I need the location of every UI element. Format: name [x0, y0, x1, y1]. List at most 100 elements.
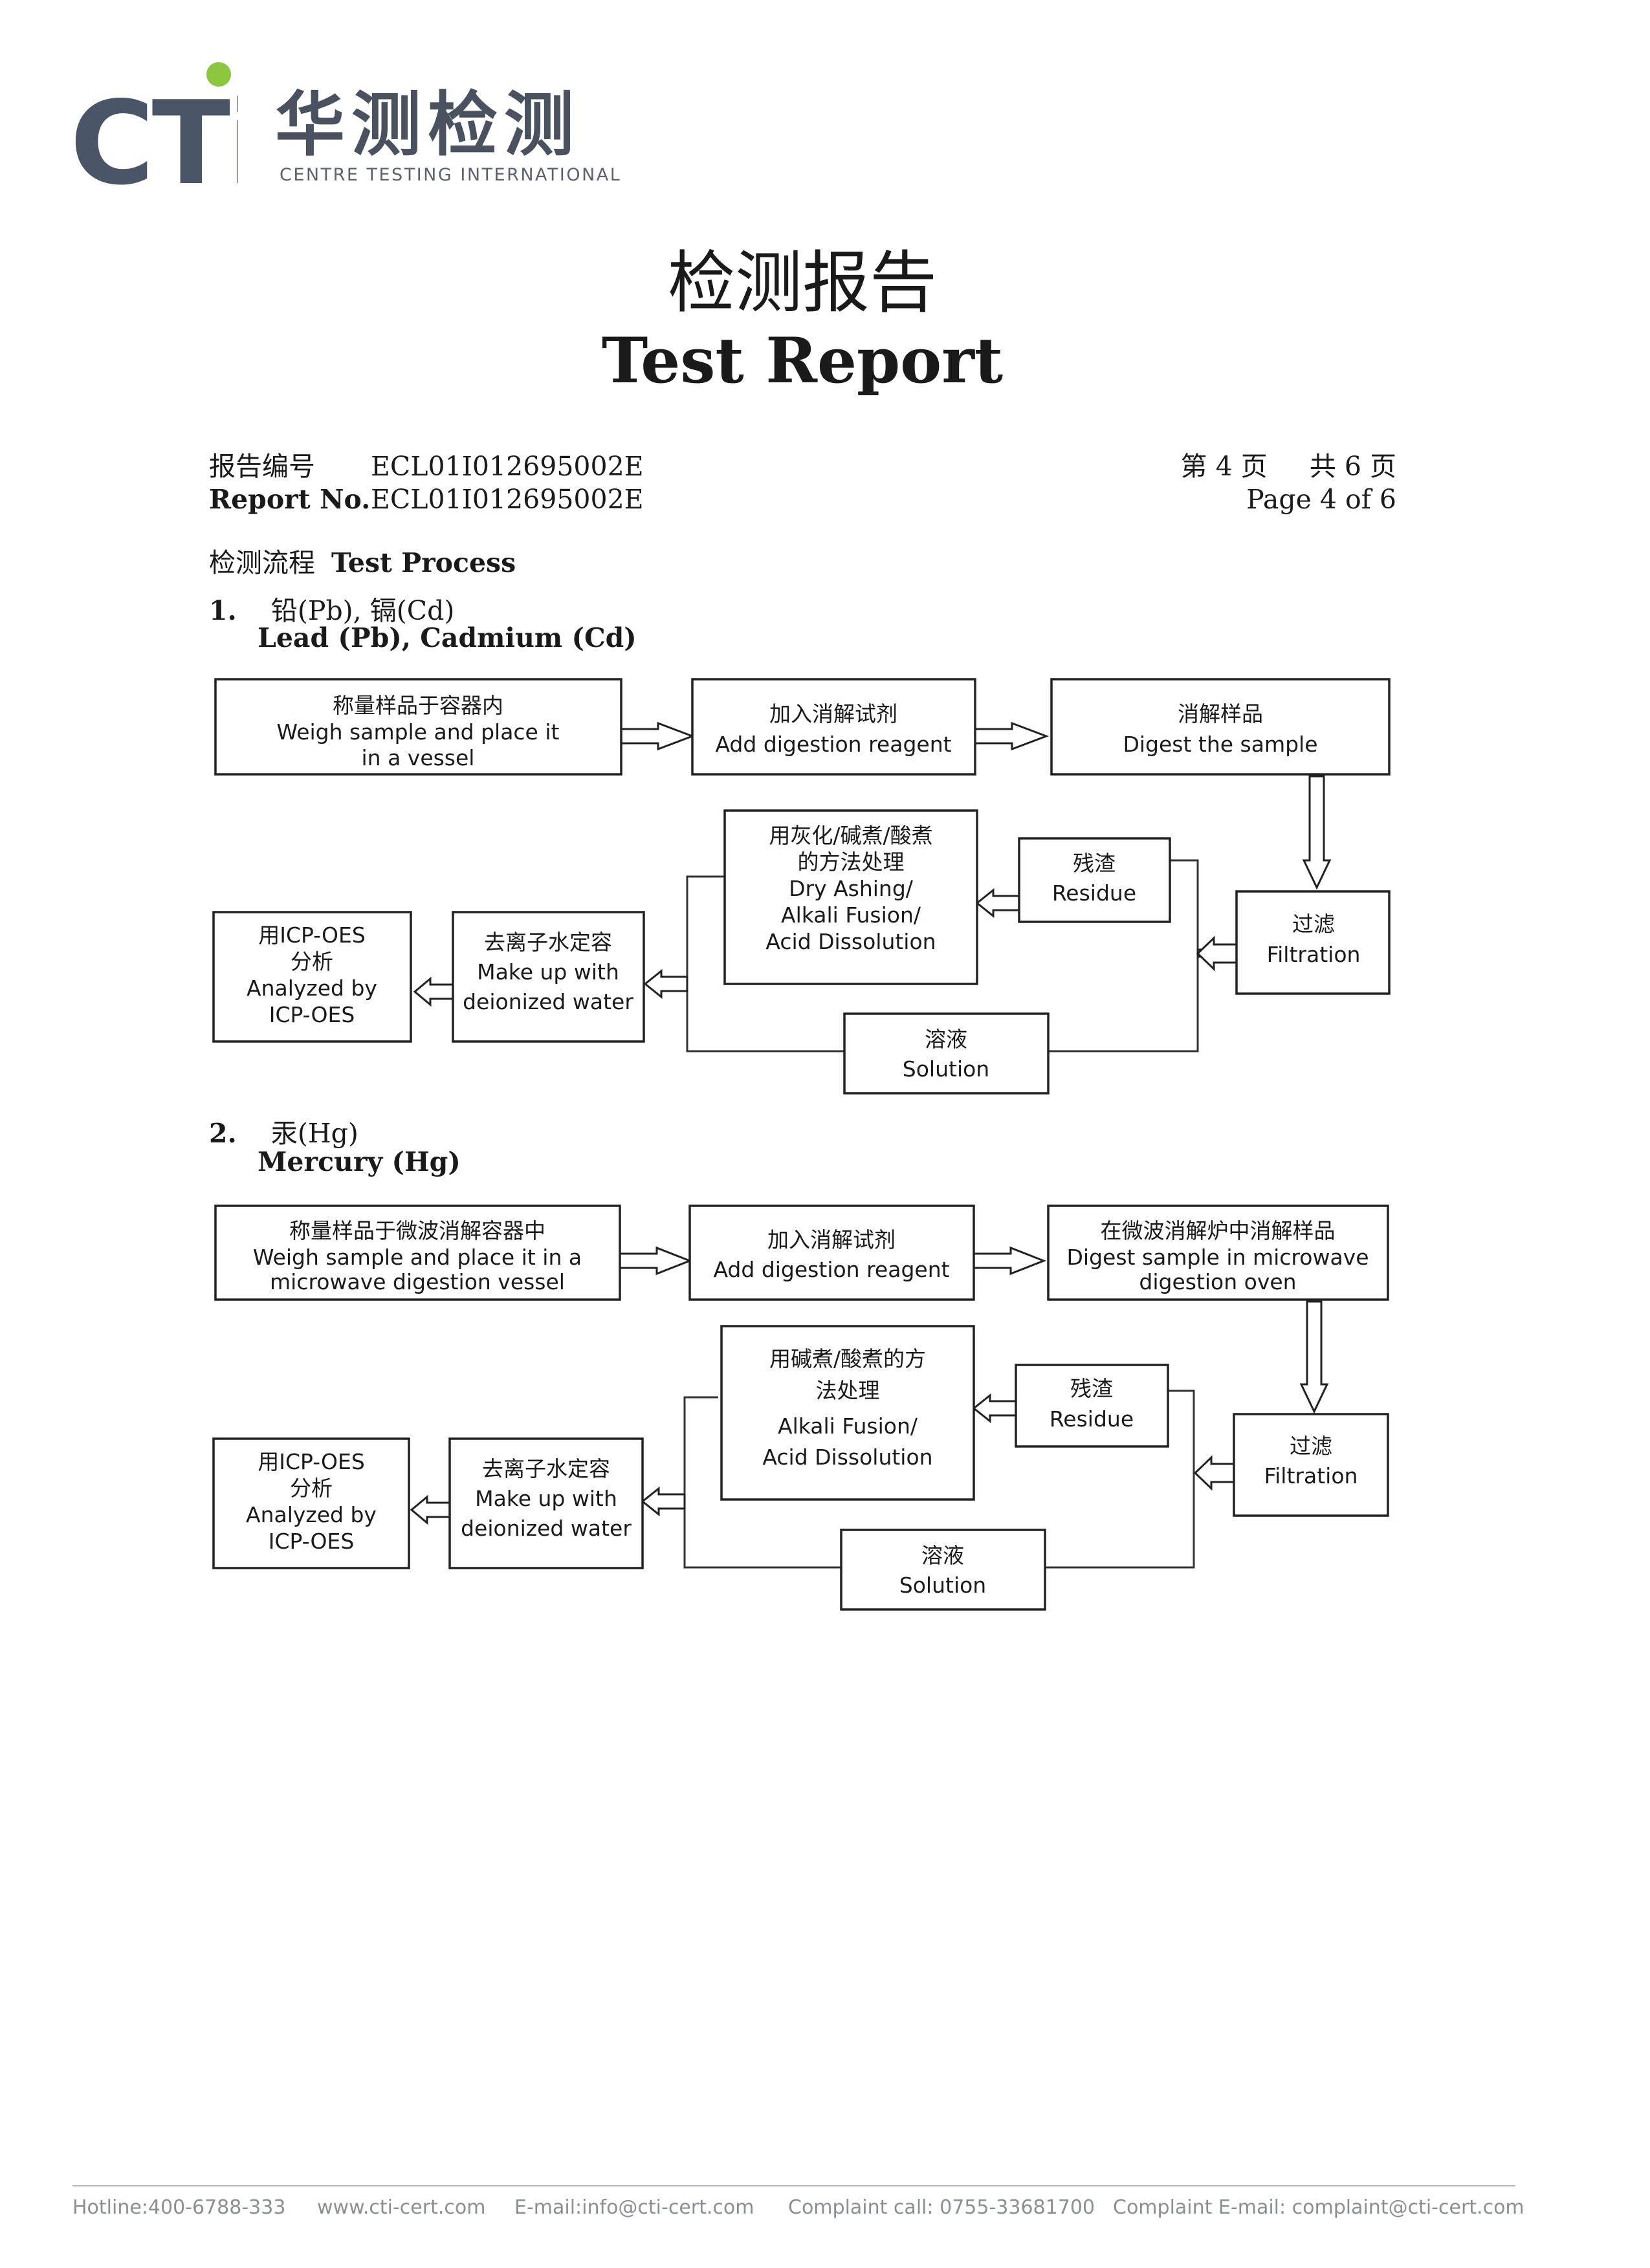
- svg-text:过滤: 过滤: [1290, 1434, 1332, 1459]
- footer-complaint-call: Complaint call: 0755-33681700: [788, 2196, 1095, 2219]
- step-filtration: 过滤 Filtration: [1233, 1413, 1389, 1517]
- step-weigh-sample: 称量样品于容器内 Weigh sample and place it in a …: [214, 678, 622, 776]
- cti-logo-text: CTi: [70, 76, 238, 191]
- report-title-cn: 检测报告: [667, 243, 937, 322]
- svg-text:Solution: Solution: [903, 1056, 989, 1082]
- svg-text:Filtration: Filtration: [1267, 942, 1361, 967]
- arrow-right-icon: [974, 721, 1050, 751]
- svg-text:用灰化/碱煮/酸煮: 用灰化/碱煮/酸煮: [769, 823, 932, 848]
- process-number: 2.: [209, 1118, 237, 1149]
- step-residue: 残渣 Residue: [1015, 1364, 1169, 1448]
- connector-solution-return: [683, 1396, 841, 1569]
- logo-english-name: CENTRE TESTING INTERNATIONAL: [280, 165, 622, 185]
- process-1-heading: 1. 铅(Pb), 镉(Cd): [209, 589, 454, 627]
- step-icp-analysis: 用ICP-OES 分析 Analyzed by ICP-OES: [212, 911, 412, 1043]
- footer-hotline: Hotline:400-6788-333: [72, 2196, 286, 2219]
- cti-logo: CTi: [70, 62, 238, 191]
- svg-text:Digest sample in microwave: Digest sample in microwave: [1066, 1245, 1369, 1270]
- svg-text:消解样品: 消解样品: [1178, 701, 1263, 726]
- arrow-down-icon: [1302, 775, 1332, 890]
- page-indicator-cn: 第 4 页 共 6 页: [1180, 451, 1396, 482]
- arrow-left-icon: [972, 1393, 1017, 1424]
- step-residue: 残渣 Residue: [1018, 837, 1171, 923]
- svg-text:溶液: 溶液: [925, 1027, 967, 1052]
- step-solution: 溶液 Solution: [840, 1529, 1046, 1611]
- svg-text:Make up with: Make up with: [475, 1486, 617, 1511]
- svg-text:microwave digestion vessel: microwave digestion vessel: [270, 1269, 565, 1294]
- process-title-cn: 汞(Hg): [270, 1118, 358, 1149]
- report-no-value-en: ECL01I012695002E: [371, 484, 644, 515]
- svg-text:用碱煮/酸煮的方: 用碱煮/酸煮的方: [769, 1346, 926, 1371]
- svg-text:Filtration: Filtration: [1264, 1463, 1358, 1488]
- process-title-cn: 铅(Pb), 镉(Cd): [270, 595, 455, 626]
- footer-website[interactable]: www.cti-cert.com: [317, 2196, 486, 2219]
- svg-text:Add digestion reagent: Add digestion reagent: [713, 1257, 949, 1282]
- arrow-left-icon: [641, 1486, 686, 1517]
- svg-text:去离子水定容: 去离子水定容: [484, 930, 612, 955]
- svg-text:残渣: 残渣: [1070, 1376, 1113, 1401]
- svg-text:ICP-OES: ICP-OES: [269, 1002, 355, 1027]
- step-digest-sample: 消解样品 Digest the sample: [1050, 678, 1391, 776]
- svg-text:Analyzed by: Analyzed by: [246, 1502, 377, 1527]
- process-1-title-en: Lead (Pb), Cadmium (Cd): [258, 622, 637, 653]
- step-treatment: 用碱煮/酸煮的方 法处理 Alkali Fusion/ Acid Dissolu…: [720, 1325, 975, 1501]
- process-number: 1.: [209, 595, 237, 626]
- arrow-left-icon: [643, 968, 688, 999]
- connector-solution-return: [686, 875, 844, 1052]
- svg-text:Alkali Fusion/: Alkali Fusion/: [778, 1413, 918, 1439]
- svg-text:称量样品于容器内: 称量样品于容器内: [333, 693, 503, 718]
- svg-text:的方法处理: 的方法处理: [798, 849, 905, 875]
- page-indicator-en: Page 4 of 6: [1246, 484, 1396, 515]
- svg-text:过滤: 过滤: [1292, 911, 1335, 937]
- svg-text:用ICP-OES: 用ICP-OES: [258, 922, 366, 948]
- svg-text:Acid Dissolution: Acid Dissolution: [765, 929, 936, 954]
- svg-text:加入消解试剂: 加入消解试剂: [767, 1227, 896, 1252]
- svg-text:Digest the sample: Digest the sample: [1123, 732, 1317, 757]
- svg-text:Make up with: Make up with: [477, 959, 619, 985]
- svg-text:ICP-OES: ICP-OES: [269, 1529, 355, 1554]
- arrow-right-icon: [620, 721, 696, 751]
- footer-divider: [72, 2185, 1515, 2186]
- svg-text:in a vessel: in a vessel: [362, 745, 475, 770]
- svg-text:Add digestion reagent: Add digestion reagent: [715, 732, 951, 757]
- step-solution: 溶液 Solution: [843, 1012, 1050, 1095]
- logo-chinese-name: 华测检测: [275, 85, 581, 166]
- svg-text:Analyzed by: Analyzed by: [247, 976, 377, 1001]
- step-make-up-volume: 去离子水定容 Make up with deionized water: [452, 911, 645, 1043]
- svg-text:Residue: Residue: [1050, 1406, 1134, 1432]
- svg-text:残渣: 残渣: [1073, 851, 1116, 876]
- footer-email[interactable]: E-mail:info@cti-cert.com: [514, 2196, 754, 2219]
- arrow-left-icon: [1193, 1455, 1235, 1491]
- svg-text:Solution: Solution: [899, 1573, 986, 1598]
- arrow-left-icon: [1196, 935, 1238, 972]
- svg-text:称量样品于微波消解容器中: 称量样品于微波消解容器中: [289, 1218, 545, 1243]
- svg-text:digestion oven: digestion oven: [1139, 1269, 1296, 1294]
- step-treatment: 用灰化/碱煮/酸煮 的方法处理 Dry Ashing/ Alkali Fusio…: [723, 809, 978, 985]
- step-add-reagent: 加入消解试剂 Add digestion reagent: [688, 1205, 975, 1301]
- svg-text:在微波消解炉中消解样品: 在微波消解炉中消解样品: [1101, 1218, 1336, 1243]
- step-filtration: 过滤 Filtration: [1235, 890, 1391, 995]
- report-title-en: Test Report: [601, 324, 1004, 397]
- section-heading: 检测流程 Test Process: [209, 541, 516, 580]
- svg-text:去离子水定容: 去离子水定容: [482, 1456, 610, 1481]
- arrow-right-icon: [619, 1246, 693, 1276]
- arrow-left-icon: [410, 1494, 451, 1525]
- svg-text:分析: 分析: [291, 949, 333, 974]
- footer-complaint-email[interactable]: Complaint E-mail: complaint@cti-cert.com: [1113, 2196, 1524, 2219]
- process-2-heading: 2. 汞(Hg): [209, 1111, 358, 1150]
- svg-text:Acid Dissolution: Acid Dissolution: [762, 1445, 932, 1470]
- svg-text:Residue: Residue: [1052, 880, 1136, 906]
- report-no-label-cn: 报告编号: [209, 451, 315, 482]
- process-2-title-en: Mercury (Hg): [258, 1146, 461, 1177]
- svg-text:deionized water: deionized water: [463, 989, 633, 1014]
- step-weigh-sample: 称量样品于微波消解容器中 Weigh sample and place it i…: [214, 1205, 621, 1301]
- svg-text:Weigh sample and place it: Weigh sample and place it: [277, 719, 560, 745]
- svg-text:法处理: 法处理: [816, 1378, 880, 1403]
- svg-text:deionized water: deionized water: [461, 1516, 632, 1541]
- step-digest-sample: 在微波消解炉中消解样品 Digest sample in microwave d…: [1047, 1205, 1389, 1301]
- arrow-left-icon: [975, 888, 1020, 919]
- connector-solution-loop: [1045, 1390, 1195, 1569]
- report-no-label-en: Report No.: [209, 484, 371, 515]
- arrow-down-icon: [1299, 1300, 1329, 1414]
- logo-dot-icon: [206, 62, 231, 87]
